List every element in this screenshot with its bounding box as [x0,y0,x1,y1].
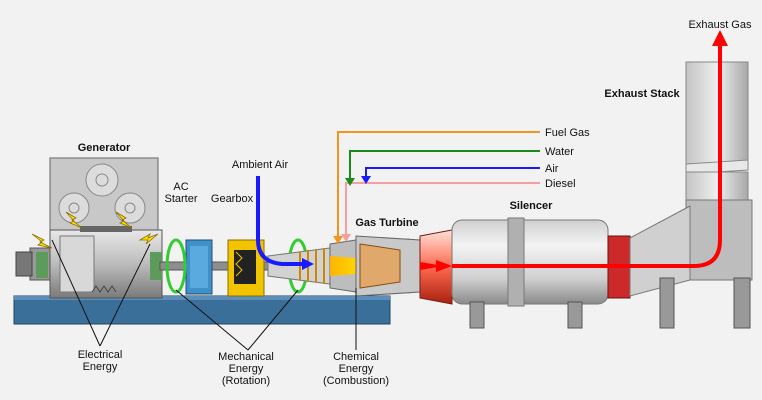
mechanical-energy-label-line-2: Energy [229,363,264,375]
supply-label-fuel-gas: Fuel Gas [545,127,590,139]
supply-label-diesel: Diesel [545,178,576,190]
exhaust-flow-arrow [452,44,722,268]
supply-label-water: Water [545,146,574,158]
callout-lines [51,239,357,351]
generator-fan-icon [58,163,146,224]
gas-turbine-label: Gas Turbine [355,217,418,229]
silencer-label: Silencer [510,200,554,212]
chemical-energy-label-line-3: (Combustion) [323,375,389,387]
electrical-energy-label-line-1: Electrical [78,349,123,361]
ac-starter-label-line-2: Starter [164,193,197,205]
exhaust-gas-label: Exhaust Gas [689,19,752,31]
generator [15,157,163,299]
electrical-energy-label-line-2: Energy [83,361,118,373]
electrical-spark-icon [31,211,159,249]
exhaust-stack-label: Exhaust Stack [604,88,680,100]
base-platform [13,295,391,325]
chemical-energy-label-line-1: Chemical [333,351,379,363]
gearbox-label: Gearbox [211,193,254,205]
ambient-air-label: Ambient Air [232,159,289,171]
chemical-energy-label-line-2: Energy [339,363,374,375]
supply-label-air: Air [545,163,559,175]
mechanical-energy-label-line-3: (Rotation) [222,375,270,387]
silencer [451,217,631,329]
generator-label: Generator [78,142,131,154]
ambient-air-arrow [256,176,302,266]
ac-starter [185,239,213,295]
supply-lines [337,131,540,238]
ac-starter-label-line-1: AC [173,181,188,193]
exhaust-stack [629,61,753,329]
mechanical-energy-label-line-1: Mechanical [218,351,274,363]
